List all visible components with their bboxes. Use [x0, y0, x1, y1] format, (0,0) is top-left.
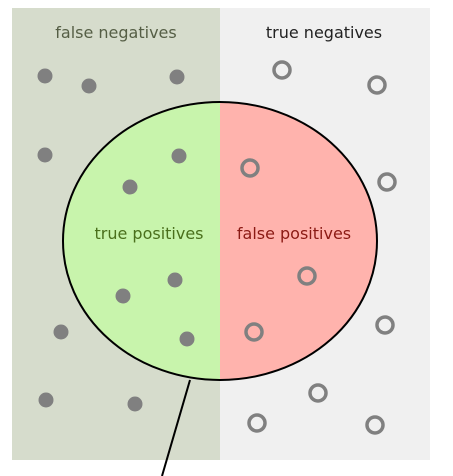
irrelevant-ring — [272, 60, 292, 80]
relevant-dot — [53, 324, 69, 340]
irrelevant-ring — [365, 415, 385, 435]
selected-right-half — [220, 102, 377, 380]
irrelevant-ring — [297, 266, 317, 286]
irrelevant-ring — [244, 322, 264, 342]
irrelevant-ring — [367, 75, 387, 95]
irrelevant-ring — [247, 413, 267, 433]
relevant-dot — [38, 392, 54, 408]
irrelevant-elements-group — [240, 60, 397, 435]
irrelevant-ring — [240, 158, 260, 178]
relevant-dot — [179, 331, 195, 347]
relevant-dot — [169, 69, 185, 85]
relevant-dot — [171, 148, 187, 164]
relevant-dot — [37, 68, 53, 84]
true-positives-label: true positives — [94, 224, 203, 243]
relevant-dot — [127, 396, 143, 412]
irrelevant-ring — [375, 315, 395, 335]
relevant-dot — [115, 288, 131, 304]
irrelevant-ring — [377, 172, 397, 192]
true-negatives-label: true negatives — [266, 23, 382, 42]
relevant-dot — [81, 78, 97, 94]
relevant-dot — [122, 179, 138, 195]
relevant-dot — [37, 147, 53, 163]
selected-elements-circle — [62, 101, 378, 381]
relevant-elements-group — [37, 68, 195, 412]
pointer-line — [161, 379, 191, 476]
false-negatives-label: false negatives — [55, 23, 176, 42]
irrelevant-ring — [308, 383, 328, 403]
selected-left-half — [63, 102, 220, 380]
false-positives-label: false positives — [237, 224, 351, 243]
relevant-dot — [167, 272, 183, 288]
